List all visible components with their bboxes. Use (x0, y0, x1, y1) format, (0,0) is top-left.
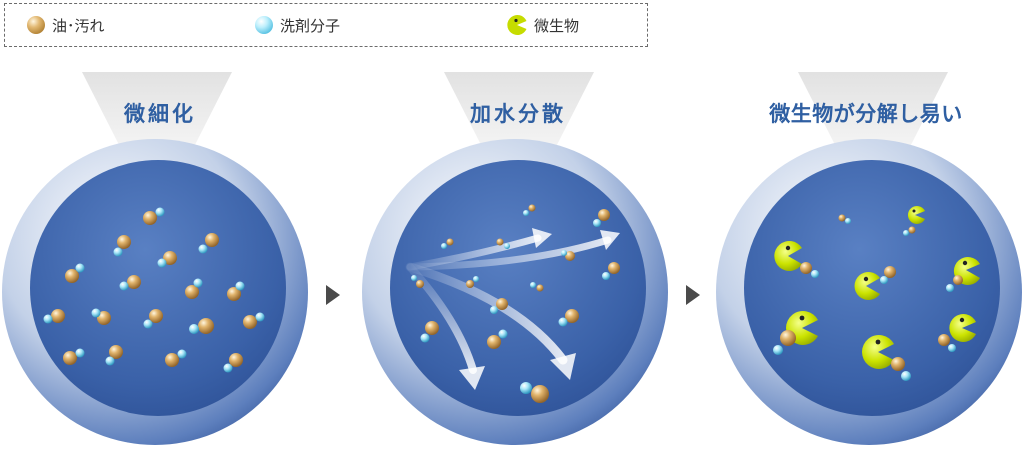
step-arrow-icon (686, 285, 700, 305)
panel-3-graphic (716, 72, 1022, 445)
legend-label-detergent: 洗剤分子 (280, 16, 341, 35)
detergent-molecule-icon (255, 16, 273, 34)
particle-pair (938, 334, 956, 352)
microbe (854, 272, 880, 300)
legend-item-oil: 油･汚れ (27, 4, 105, 46)
microbe-icon (507, 15, 527, 35)
inner-sphere (744, 160, 1000, 416)
particle-pairs (411, 204, 620, 403)
particle-pair (143, 309, 163, 329)
particle-pair (490, 298, 508, 314)
inner-sphere (390, 160, 646, 416)
particle-pair (773, 330, 796, 355)
particle-pairs (43, 207, 265, 373)
oil-particle-icon (27, 16, 45, 34)
spotlight-beam (444, 72, 594, 194)
microbe (774, 241, 802, 272)
particle-pair (593, 209, 610, 227)
microbe (949, 314, 976, 342)
microbe (907, 205, 925, 224)
particle-pair (189, 318, 214, 334)
particle-pair (946, 275, 963, 292)
particle-pair (530, 282, 544, 292)
spotlight-beam (798, 72, 948, 194)
particle-pair (143, 207, 165, 225)
particle-pair (523, 204, 536, 216)
particle-pair (243, 312, 265, 329)
panel-micronization: 微細化 (0, 70, 320, 449)
particle-pair (165, 349, 187, 367)
particle-pair (561, 250, 575, 261)
panel-1-graphic (2, 72, 308, 445)
particle-pair (838, 214, 851, 224)
legend-item-microbe: 微生物 (507, 4, 579, 46)
particle-pair (157, 251, 177, 268)
legend-box: 油･汚れ 洗剤分子 微生物 (4, 3, 648, 47)
panel-2-graphic (362, 72, 668, 445)
particle-pair (43, 309, 65, 324)
legend-label-microbe: 微生物 (534, 16, 580, 35)
panel-title-hydro-dispersion: 加水分散 (470, 102, 566, 126)
particle-pair (198, 233, 219, 254)
particle-pair (91, 308, 111, 325)
panel-hydro-dispersion: 加水分散 (358, 70, 678, 449)
particle-pair (496, 238, 510, 249)
step-arrow-icon (326, 285, 340, 305)
particle-pair (185, 278, 203, 299)
panel-title-microbe-decomposition: 微生物が分解し易い (769, 102, 963, 126)
particle-pair (466, 276, 479, 288)
particle-pair (63, 348, 85, 365)
spotlight-beam (82, 72, 232, 194)
panel-title-micronization: 微細化 (124, 102, 196, 126)
microbe (862, 335, 894, 369)
microbe-group (773, 205, 980, 381)
particle-pair (602, 262, 620, 280)
particle-pair (113, 235, 131, 257)
flow-arrows (405, 228, 620, 390)
particle-pair (223, 353, 243, 373)
particle-pair (800, 262, 819, 278)
legend-item-detergent: 洗剤分子 (255, 4, 340, 46)
particle-pair (520, 382, 549, 403)
particle-pair (441, 238, 454, 249)
particle-pair (119, 275, 141, 291)
particle-pair (880, 266, 896, 284)
particle-pair (558, 309, 579, 327)
particle-pair (420, 321, 439, 343)
particle-pair (487, 329, 508, 349)
legend-label-oil: 油･汚れ (52, 16, 105, 35)
particle-pair (903, 226, 916, 236)
particle-pair (411, 275, 424, 288)
particle-pair (105, 345, 123, 366)
particle-pair (891, 357, 911, 381)
panel-microbe-decomposition: 微生物が分解し易い (706, 70, 1026, 449)
particle-pair (227, 281, 245, 301)
particle-pair (65, 263, 85, 283)
inner-sphere (30, 160, 286, 416)
